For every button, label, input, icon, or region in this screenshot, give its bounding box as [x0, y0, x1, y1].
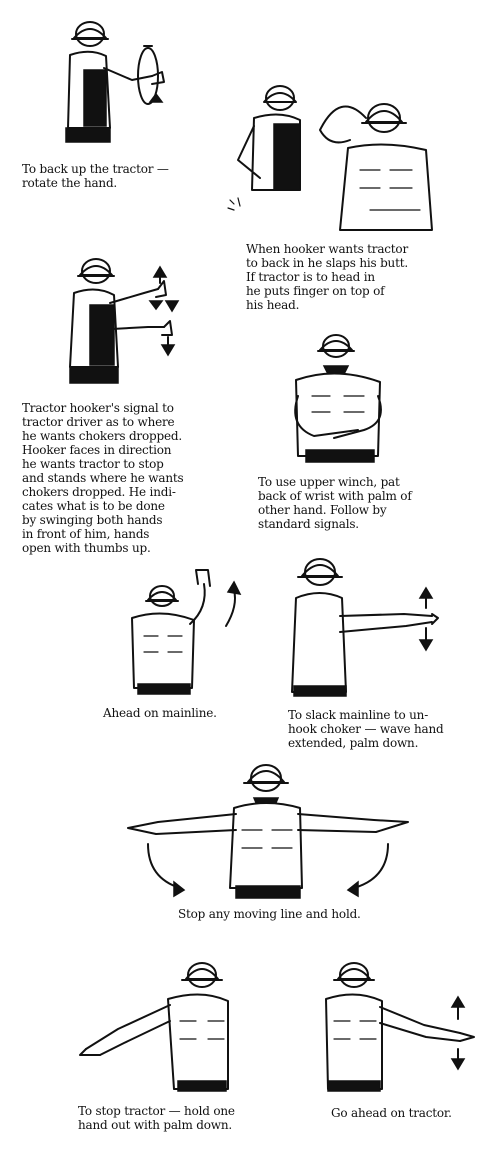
- figure-go-ahead: [320, 955, 480, 1095]
- figure-backup: [40, 10, 200, 160]
- figure-slack-mainline: [286, 552, 456, 702]
- caption-stop-hold: Stop any moving line and hold.: [178, 907, 361, 921]
- caption-go-ahead: Go ahead on tractor.: [331, 1106, 452, 1120]
- figure-chokers: [40, 245, 200, 395]
- caption-backup: To back up the tractor — rotate the hand…: [22, 162, 169, 190]
- figure-ahead-mainline: [124, 560, 254, 700]
- caption-butt-head: When hooker wants tractor to back in he …: [246, 242, 408, 312]
- caption-ahead-mainline: Ahead on mainline.: [103, 706, 217, 720]
- figure-stop-tractor: [78, 955, 238, 1095]
- caption-stop-tractor: To stop tractor — hold one hand out with…: [78, 1104, 235, 1132]
- caption-slack-mainline: To slack mainline to un- hook choker — w…: [288, 708, 444, 750]
- figure-upper-winch: [284, 326, 394, 466]
- figure-butt-head: [220, 70, 460, 240]
- caption-chokers: Tractor hooker's signal to tractor drive…: [22, 401, 184, 555]
- figure-stop-hold: [118, 758, 418, 908]
- caption-upper-winch: To use upper winch, pat back of wrist wi…: [258, 475, 412, 531]
